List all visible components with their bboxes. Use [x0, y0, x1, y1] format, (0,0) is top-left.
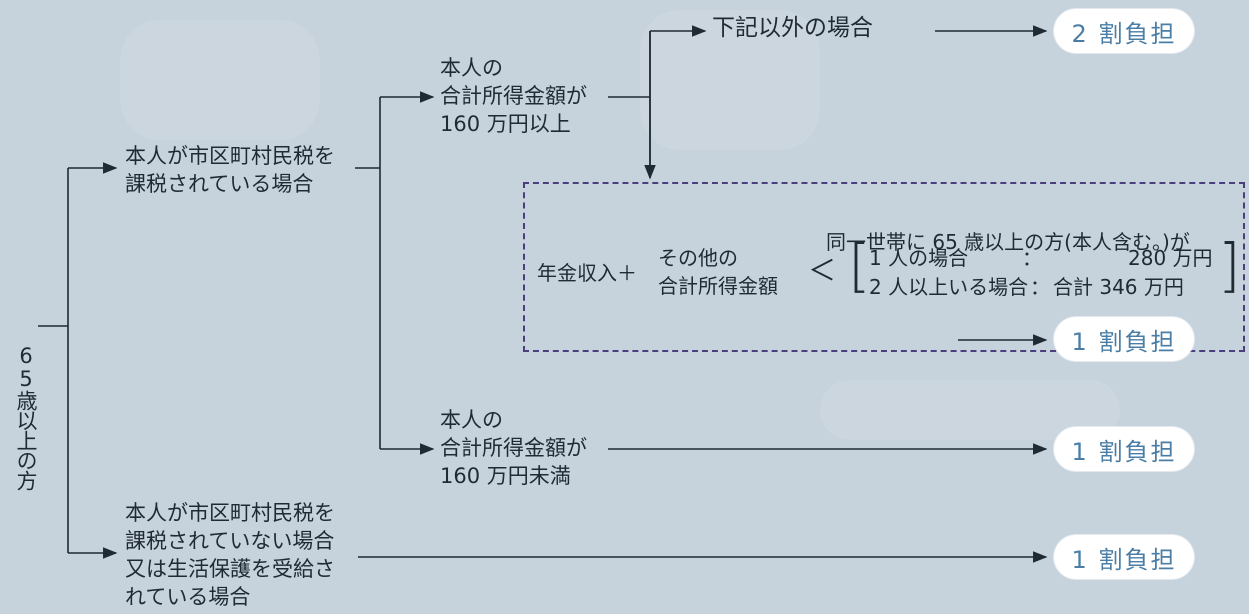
income-low-label: 本人の 合計所得金額が 160 万円未満: [440, 408, 587, 488]
row1-sep: ：: [1022, 246, 1042, 270]
condition-left-label: 年金収入＋: [537, 261, 637, 285]
low-income-condition-box: [523, 182, 1245, 352]
right-bracket: ]: [1218, 231, 1241, 299]
root-label: 65歳以上の方: [14, 344, 38, 490]
income-high-label: 本人の 合計所得金額が 160 万円以上: [440, 56, 587, 136]
outcome-one-percent-box: 1 割負担: [1054, 317, 1194, 361]
row1-amount: 280 万円: [1128, 246, 1213, 270]
row2-case: 2 人以上いる場合: [869, 275, 1029, 299]
not-taxed-label: 本人が市区町村民税を 課税されていない場合 又は生活保護を受給さ れている場合: [125, 501, 335, 609]
condition-other-income: その他の 合計所得金額: [658, 246, 778, 298]
taxed-label: 本人が市区町村民税を 課税されている場合: [125, 144, 335, 196]
outcome-two-percent: 2 割負担: [1054, 9, 1194, 53]
row1-case: 1 人の場合: [869, 246, 969, 270]
other-case-label: 下記以外の場合: [712, 15, 873, 41]
outcome-one-percent-not-taxed: 1 割負担: [1054, 535, 1194, 579]
row2-amount: 合計 346 万円: [1053, 275, 1184, 299]
less-than-sign: ＜: [808, 254, 837, 287]
left-bracket: [: [848, 231, 871, 299]
outcome-one-percent-low: 1 割負担: [1054, 427, 1194, 471]
condition-head: 同一世帯に 65 歳以上の方(本人含む。)が: [826, 230, 1190, 254]
row2-sep: ：: [1030, 275, 1050, 299]
